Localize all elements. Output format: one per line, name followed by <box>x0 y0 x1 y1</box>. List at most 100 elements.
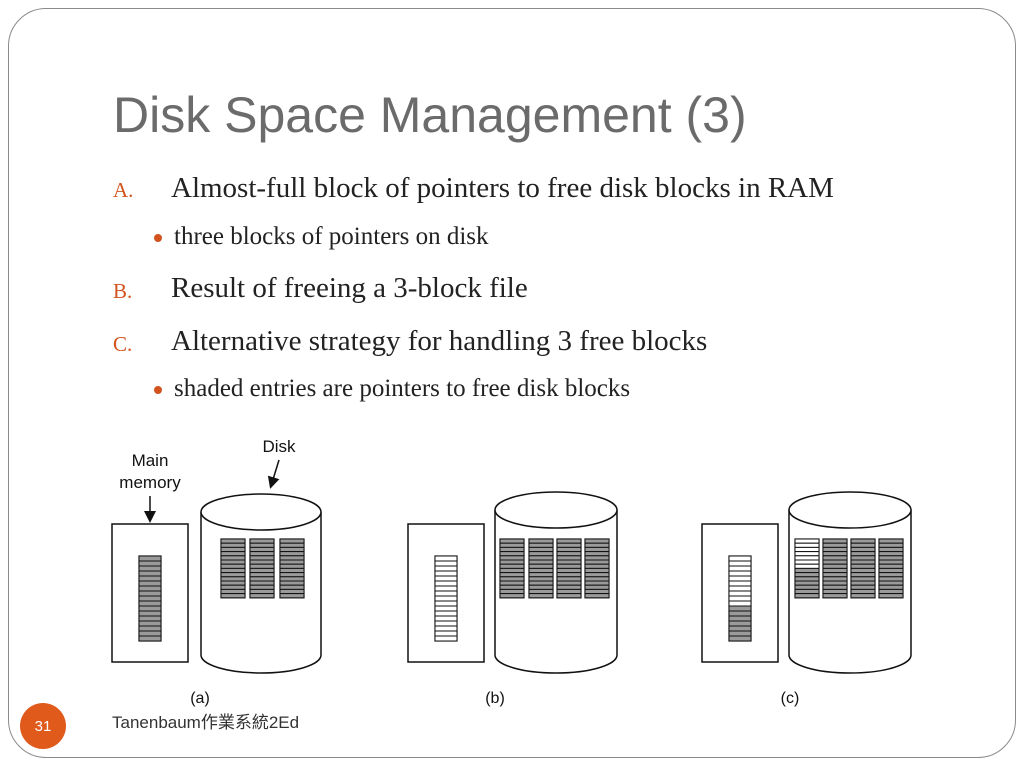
pointer-entry <box>822 588 848 595</box>
pointer-entry <box>220 542 246 548</box>
pointer-entry <box>220 559 246 565</box>
pointer-entry <box>850 572 876 578</box>
pointer-entry <box>220 538 246 544</box>
pointer-entry <box>220 584 246 590</box>
sub-bullet-2 <box>154 386 162 394</box>
pointer-entry <box>822 593 848 599</box>
pointer-entry <box>528 580 554 586</box>
pointer-entry <box>528 563 554 569</box>
pointer-entry <box>878 546 904 553</box>
memory-block-b <box>434 555 458 642</box>
pointer-entry <box>728 635 752 642</box>
panel-b: (b) <box>407 491 618 707</box>
pointer-entry <box>138 615 162 622</box>
pointer-entry <box>249 588 275 595</box>
pointer-entry <box>138 605 162 612</box>
pointer-entry <box>878 567 904 574</box>
pointer-entry <box>556 542 582 548</box>
pointer-entry <box>728 580 752 587</box>
pointer-entry <box>850 555 876 561</box>
pointer-entry <box>556 538 582 544</box>
pointer-entry <box>499 551 525 557</box>
pointer-entry <box>138 620 162 627</box>
pointer-entry <box>528 551 554 557</box>
pointer-entry <box>556 559 582 565</box>
pointer-entry <box>220 567 246 574</box>
pointer-entry <box>822 584 848 590</box>
pointer-entry <box>434 555 458 562</box>
pointer-entry <box>249 538 275 544</box>
pointer-entry <box>220 555 246 561</box>
item-b-text: Result of freeing a 3-block file <box>171 272 528 304</box>
pointer-entry <box>794 580 820 586</box>
pointer-entry <box>794 576 820 582</box>
pointer-entry <box>220 580 246 586</box>
pointer-entry <box>728 595 752 602</box>
pointer-entry <box>794 588 820 595</box>
slide-number-text: 31 <box>34 717 52 735</box>
pointer-entry <box>528 576 554 582</box>
pointer-entry <box>878 563 904 569</box>
pointer-entry <box>249 559 275 565</box>
pointer-entry <box>138 555 162 562</box>
pointer-entry <box>556 588 582 595</box>
disk-blocks-c <box>794 538 904 599</box>
pointer-entry <box>728 630 752 637</box>
pointer-entry <box>728 585 752 592</box>
pointer-entry <box>850 542 876 548</box>
pointer-entry <box>499 588 525 595</box>
pointer-entry <box>584 551 610 557</box>
pointer-entry <box>138 590 162 597</box>
pointer-entry <box>434 565 458 572</box>
pointer-entry <box>528 588 554 595</box>
slide-number: 31 <box>20 703 66 749</box>
pointer-entry <box>822 567 848 574</box>
pointer-entry <box>220 551 246 557</box>
pointer-entry <box>249 567 275 574</box>
pointer-entry <box>584 555 610 561</box>
pointer-entry <box>220 563 246 569</box>
pointer-entry <box>528 559 554 565</box>
pointer-entry <box>220 572 246 578</box>
memory-block-c <box>728 555 752 642</box>
pointer-entry <box>220 576 246 582</box>
pointer-entry <box>878 588 904 595</box>
pointer-entry <box>584 576 610 582</box>
pointer-entry <box>794 546 820 553</box>
pointer-entry <box>794 593 820 599</box>
pointer-entry <box>249 572 275 578</box>
pointer-entry <box>434 590 458 597</box>
pointer-entry <box>850 584 876 590</box>
pointer-entry <box>528 538 554 544</box>
pointer-entry <box>584 572 610 578</box>
pointer-entry <box>584 584 610 590</box>
pointer-entry <box>279 555 305 561</box>
pointer-entry <box>138 585 162 592</box>
pointer-entry <box>138 595 162 602</box>
pointer-entry <box>499 567 525 574</box>
pointer-entry <box>584 580 610 586</box>
pointer-entry <box>728 565 752 572</box>
sub-bullet-1 <box>154 234 162 242</box>
pointer-entry <box>279 551 305 557</box>
disk-blocks-a <box>220 538 305 599</box>
slide-title: Disk Space Management (3) <box>113 87 747 143</box>
pointer-entry <box>822 542 848 548</box>
pointer-entry <box>850 546 876 553</box>
pointer-entry <box>279 538 305 544</box>
pointer-entry <box>249 593 275 599</box>
pointer-entry <box>878 555 904 561</box>
pointer-entry <box>850 551 876 557</box>
pointer-entry <box>556 563 582 569</box>
pointer-entry <box>434 560 458 567</box>
pointer-entry <box>279 546 305 553</box>
pointer-entry <box>528 584 554 590</box>
pointer-entry <box>584 542 610 548</box>
pointer-entry <box>556 576 582 582</box>
pointer-entry <box>850 593 876 599</box>
pointer-entry <box>499 555 525 561</box>
pointer-entry <box>279 584 305 590</box>
pointer-entry <box>728 555 752 562</box>
pointer-entry <box>794 555 820 561</box>
